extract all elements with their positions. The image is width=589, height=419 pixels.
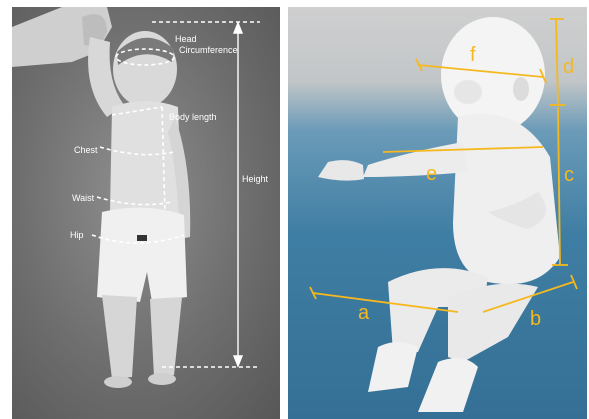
body-length-label: Body length <box>169 112 217 122</box>
model-right-foot <box>418 358 478 412</box>
label-a: a <box>358 303 369 323</box>
label-b: b <box>530 309 541 329</box>
baby-right-leg <box>150 297 182 377</box>
chest-label: Chest <box>74 145 98 155</box>
height-label: Height <box>242 174 268 184</box>
model-torso <box>453 114 560 284</box>
measure-d-line <box>556 19 558 105</box>
label-f: f <box>470 45 476 65</box>
baby-3d-model: a b c d e f <box>288 7 587 419</box>
label-d: d <box>563 57 574 77</box>
baby-photo-illustration <box>12 7 280 419</box>
hip-label: Hip <box>70 230 84 240</box>
head-label: Head <box>175 34 197 44</box>
baby-measurement-photo: Head Circumference Body length Chest Wai… <box>12 7 280 419</box>
model-left-foot <box>368 342 418 392</box>
waist-label: Waist <box>72 193 94 203</box>
label-e: e <box>426 164 437 184</box>
baby-shorts <box>97 208 187 302</box>
baby-left-leg <box>102 295 137 379</box>
model-right-leg <box>448 284 538 362</box>
label-c: c <box>564 165 574 185</box>
baby-model-illustration <box>288 7 587 419</box>
model-left-hand <box>318 160 364 181</box>
circumference-label: Circumference <box>179 45 238 55</box>
model-left-arm <box>363 142 468 177</box>
